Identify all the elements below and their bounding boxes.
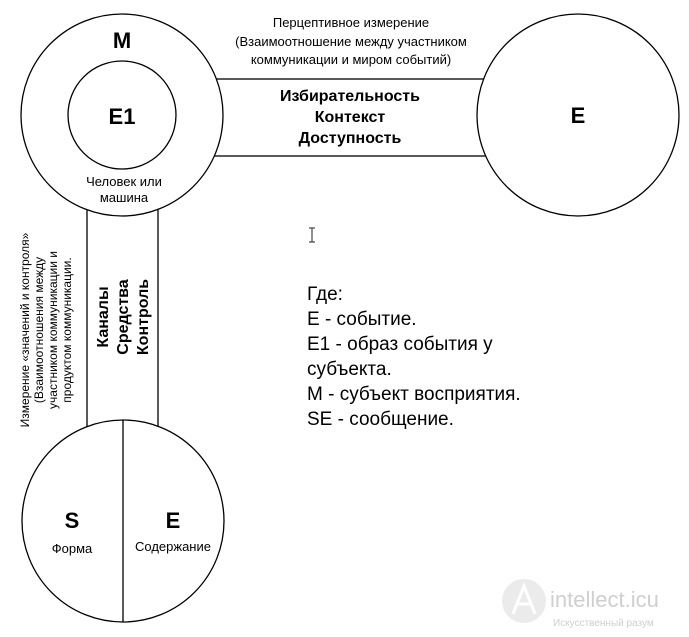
legend-line5: M - субъект восприятия. (307, 384, 521, 405)
perceptual-bar (213, 78, 487, 157)
intellect-logo-icon (502, 579, 546, 623)
control-title-line4: продуктом коммуникации. (60, 257, 74, 402)
control-bar-line3: Контроль (135, 279, 152, 355)
legend-line1: Где: (307, 284, 343, 305)
control-bar-text: Каналы Средства Контроль (95, 279, 152, 355)
control-title-line2: (Взаимоотношения между (32, 257, 46, 403)
perceptual-title-line3: коммуникации и миром событий) (251, 52, 451, 67)
legend-line4: субъекта. (307, 359, 392, 380)
perceptual-bar-line3: Доступность (299, 130, 402, 147)
circle-e1 (67, 60, 177, 170)
text-cursor-icon (309, 227, 315, 243)
human-machine-line1: Человек или (86, 174, 162, 189)
control-title-line1: Измерение «значений и контроля» (18, 232, 32, 427)
form-label: Форма (52, 541, 93, 556)
perceptual-bar-line1: Избирательность (280, 88, 420, 105)
circle-e (476, 13, 680, 217)
perceptual-bar-line2: Контекст (315, 109, 386, 126)
legend-line6: SE - сообщение. (307, 409, 454, 430)
watermark-text: intellect.icu (550, 587, 659, 612)
watermark-subtext: Искусственный разум (553, 618, 654, 629)
perceptual-title-line2: (Взаимоотношение между участником (235, 34, 467, 49)
s-label: S (65, 508, 80, 533)
control-bar-line1: Каналы (95, 286, 112, 347)
control-title-line3: участником коммуникации и (46, 251, 60, 409)
m-label: M (113, 28, 131, 53)
human-machine-line2: машина (100, 190, 149, 205)
content-label: Содержание (135, 539, 211, 554)
e1-label: E1 (109, 104, 136, 129)
legend-line3: E1 - образ события у (307, 334, 493, 355)
e-label: E (571, 103, 586, 128)
control-bar (86, 204, 159, 431)
legend-line2: E - событие. (307, 309, 417, 330)
perceptual-title-line1: Перцептивное измерение (273, 15, 429, 30)
control-dimension-text: Измерение «значений и контроля» (Взаимоо… (18, 232, 74, 427)
e2-label: E (166, 508, 181, 533)
control-bar-line2: Средства (115, 279, 132, 355)
